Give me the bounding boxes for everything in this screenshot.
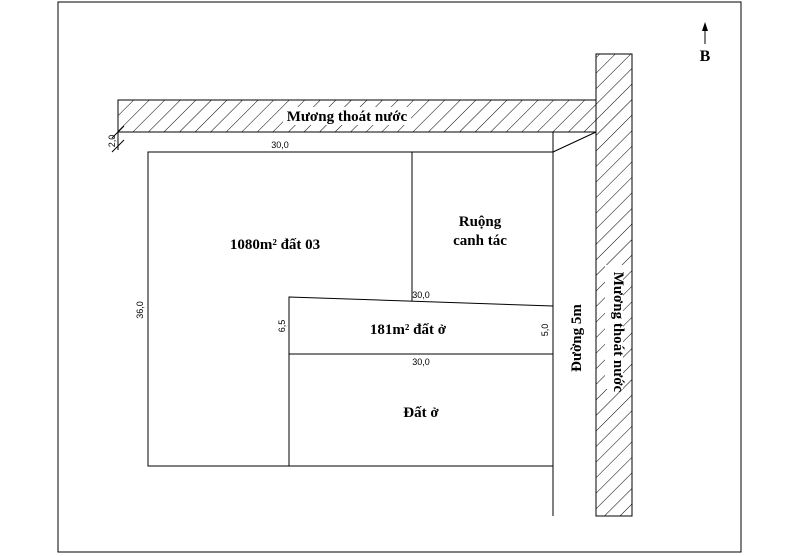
canal-width-label: 2,0 [107, 135, 117, 148]
residential-boundary [288, 354, 553, 467]
strip-right-dimension: 5,0 [540, 324, 550, 337]
north-arrow [702, 22, 708, 44]
canal-top-label-bg [283, 107, 411, 125]
canal-width-dimension [111, 125, 125, 153]
frame-border [57, 1, 742, 553]
parcel-03-boundary [147, 151, 553, 467]
top-edge-dimension: 30,0 [271, 140, 289, 150]
canal-right-label-bg [605, 265, 623, 389]
paddy-label-line1: Ruộng [459, 214, 502, 230]
strip-top-dimension: 30,0 [412, 290, 430, 300]
parcel-03-label: 1080m² đất 03 [230, 237, 320, 253]
parcel-181-boundary [288, 296, 554, 355]
road-label: Đường 5m [569, 304, 585, 372]
residential-label: Đất ở [403, 405, 439, 421]
canal-right-label: Mương thoát nước [610, 272, 626, 393]
paddy-label-line2: canh tác [453, 233, 507, 249]
strip-bottom-dimension: 30,0 [412, 357, 430, 367]
canal-top-label: Mương thoát nước [287, 109, 408, 125]
north-label: B [700, 48, 711, 65]
left-edge-dimension: 36,0 [135, 301, 145, 319]
parcel-181-label: 181m² đất ở [370, 322, 447, 338]
strip-left-dimension: 6,5 [277, 320, 287, 333]
road-entry [552, 131, 597, 153]
